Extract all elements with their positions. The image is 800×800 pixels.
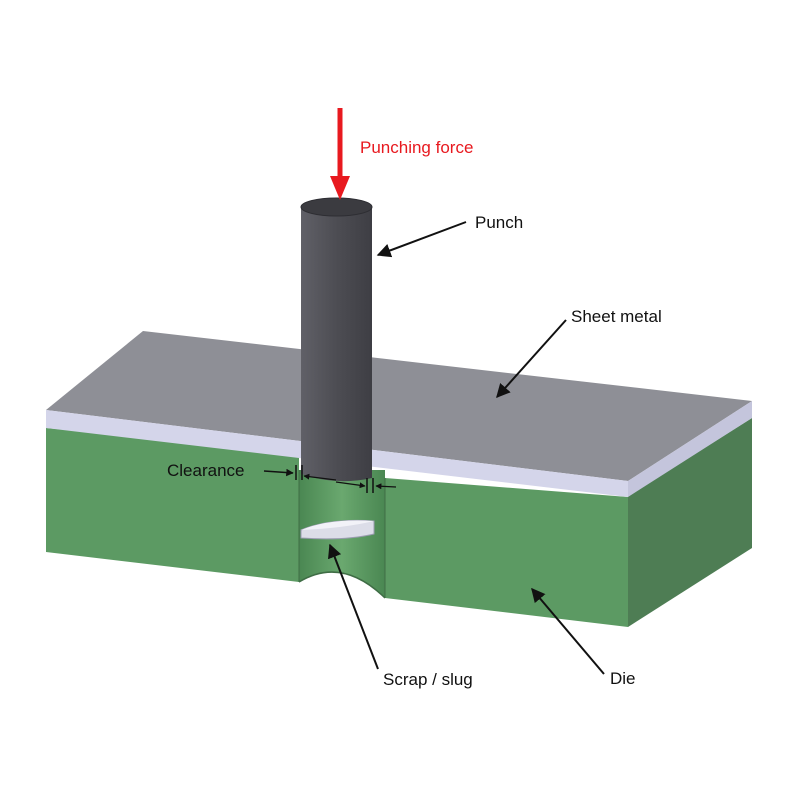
clearance-leader-arrow <box>263 468 294 477</box>
punch-label: Punch <box>475 213 523 232</box>
die-side-face <box>628 418 752 627</box>
clearance-arrow-right-in <box>335 481 366 489</box>
die-hole-rim <box>298 571 386 599</box>
slug-leader-arrow <box>328 543 379 670</box>
punch-body <box>301 207 372 482</box>
clearance-dimension <box>295 465 397 493</box>
sheet-metal-leader-arrow <box>496 319 567 399</box>
punch-top-face <box>300 197 373 217</box>
force-arrow-head <box>330 176 350 200</box>
die-front-right <box>385 478 628 627</box>
scrap-slug <box>300 519 375 540</box>
sheet-metal-label: Sheet metal <box>571 307 662 326</box>
clearance-arrow-outer <box>375 483 397 490</box>
scrap-slug-label: Scrap / slug <box>383 670 473 689</box>
punch <box>300 197 373 482</box>
punching-force-label: Punching force <box>360 138 473 157</box>
die-leader-arrow <box>531 587 605 675</box>
sheet-side-edge <box>628 401 752 497</box>
clearance-label: Clearance <box>167 461 245 480</box>
punching-force-arrow <box>330 108 350 200</box>
die-front-left <box>46 428 299 582</box>
punch-leader-arrow <box>376 221 467 258</box>
clearance-arrow-left-in <box>303 473 337 481</box>
die-label: Die <box>610 669 636 688</box>
sheet-top-surface <box>46 331 752 481</box>
slug-top <box>301 520 374 530</box>
